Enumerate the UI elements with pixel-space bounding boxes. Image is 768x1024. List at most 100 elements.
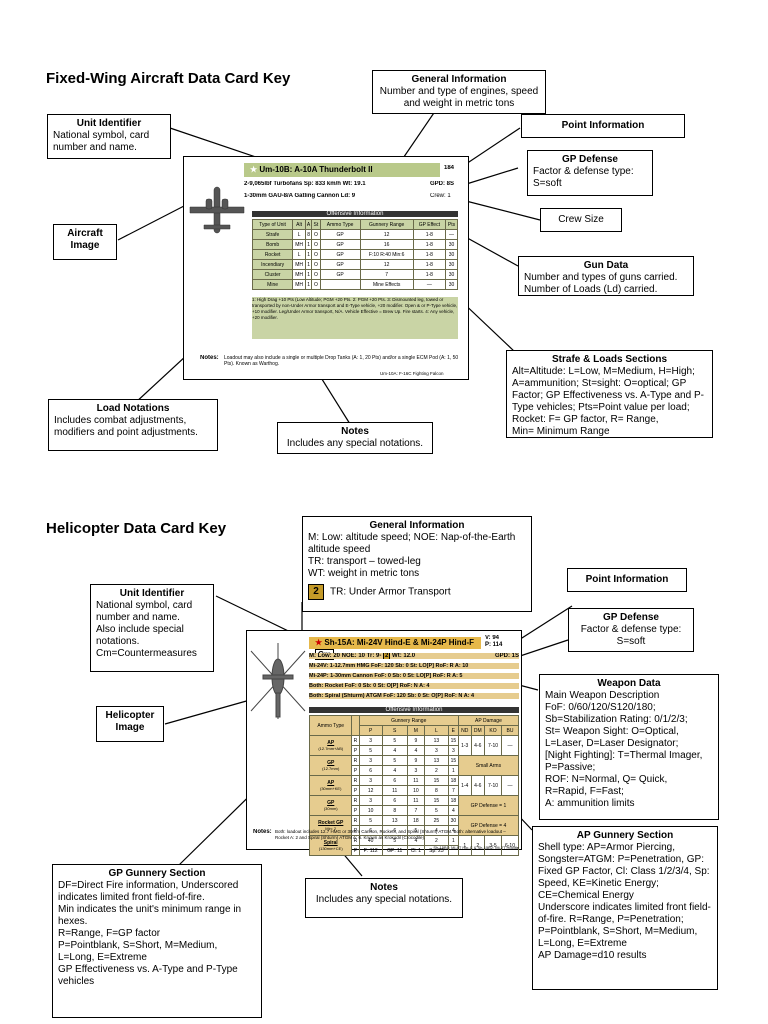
table-cell: 3 bbox=[406, 765, 426, 776]
table-cell: 1 bbox=[304, 279, 313, 290]
fw-card-name: ★ Um-10B: A-10A Thunderbolt II bbox=[244, 163, 440, 177]
tr-badge: 2 bbox=[308, 584, 324, 600]
table-cell: 9 bbox=[406, 735, 426, 746]
table-cell: GP bbox=[319, 229, 361, 240]
table-cell: Incendiary bbox=[251, 259, 294, 270]
ap-damage-cell: 6-10 bbox=[500, 835, 520, 856]
table-cell: 6 bbox=[358, 765, 383, 776]
col-header: Ammo Type bbox=[319, 219, 361, 230]
table-cell: GP bbox=[319, 269, 361, 280]
table-cell: 30 bbox=[444, 249, 459, 260]
fw-gp-defense-callout: GP Defense Factor & defense type: S=soft bbox=[527, 150, 653, 196]
heli-gp-gunnery-callout: GP Gunnery Section DF=Direct Fire inform… bbox=[52, 864, 262, 1018]
table-cell: 30 bbox=[444, 269, 459, 280]
table-cell: MH bbox=[292, 259, 306, 270]
ap-damage-cell: 1 bbox=[457, 835, 472, 856]
table-cell: 15 bbox=[424, 775, 449, 786]
row-kind-label: R bbox=[351, 775, 360, 786]
table-cell: 10 bbox=[406, 785, 426, 796]
table-cell: 5 bbox=[424, 805, 449, 816]
gp-effectiveness-cell: Small Arms bbox=[457, 755, 520, 776]
row-kind-label: R bbox=[351, 815, 360, 826]
table-cell: O bbox=[311, 229, 321, 240]
table-cell: 6 bbox=[381, 795, 408, 806]
table-cell: Rocket bbox=[251, 249, 294, 260]
table-cell: 3 bbox=[358, 735, 383, 746]
fw-card-crew: Crew: 1 bbox=[430, 193, 451, 199]
heli-card-footer: Sh-15B1: Mi-8T Hip-C & Sh-15B2: Mi-2T Ho… bbox=[433, 845, 519, 850]
range-col: S bbox=[381, 725, 408, 736]
table-cell: 8 bbox=[381, 805, 408, 816]
heli-weapon-4: Both: Spiral (Shturm) ATGM FoF: 120 Sb: … bbox=[309, 693, 519, 699]
table-cell: 4 bbox=[447, 805, 459, 816]
table-cell: O bbox=[311, 239, 321, 250]
table-cell: GP bbox=[319, 259, 361, 270]
heli-unit-identifier-callout: Unit Identifier National symbol, card nu… bbox=[90, 584, 214, 672]
table-cell: 30 bbox=[444, 279, 459, 290]
heli-weapon-2: Mi-24P: 1-30mm Cannon FoF: 0 Sb: 0 St: L… bbox=[309, 673, 519, 679]
col-header: Pts bbox=[444, 219, 459, 230]
helicopter-title: Helicopter Data Card Key bbox=[46, 520, 227, 537]
table-cell: 9 bbox=[406, 755, 426, 766]
table-cell: 5 bbox=[358, 745, 383, 756]
table-cell: 2 bbox=[424, 765, 449, 776]
ammo-name: AP(30mm+KE) bbox=[308, 775, 353, 796]
ap-col: KO bbox=[484, 725, 502, 736]
heli-notes-callout: Notes Includes any special notations. bbox=[305, 878, 463, 918]
heli-ap-gunnery-callout: AP Gunnery Section Shell type: AP=Armor … bbox=[532, 826, 718, 990]
table-cell: 5 bbox=[381, 755, 408, 766]
table-cell: 7 bbox=[406, 805, 426, 816]
ammo-type-header: Ammo Type bbox=[308, 715, 353, 736]
ap-damage-cell: 1-4 bbox=[457, 775, 472, 796]
col-header: Alt bbox=[292, 219, 306, 230]
table-cell: P: 112 bbox=[358, 845, 383, 856]
row-kind-label: P bbox=[351, 785, 360, 796]
table-cell: 13 bbox=[381, 815, 408, 826]
table-cell: 12 bbox=[359, 259, 414, 270]
table-cell: 5 bbox=[381, 735, 408, 746]
table-cell: 25 bbox=[424, 815, 449, 826]
fw-unit-identifier-callout: Unit Identifier National symbol, card nu… bbox=[47, 114, 171, 159]
fw-card-engines: 2-9,065lbf Turbofans Sp: 833 km/h Wt: 19… bbox=[244, 181, 366, 187]
ap-col: DM bbox=[470, 725, 486, 736]
heli-general-info-callout: General Information M: Low: altitude spe… bbox=[302, 516, 532, 612]
ammo-name: Spiral(130mm+CE) bbox=[308, 835, 353, 856]
table-cell: 3 bbox=[358, 775, 383, 786]
aircraft-icon bbox=[189, 186, 245, 234]
table-cell: MH bbox=[292, 279, 306, 290]
table-cell: 12 bbox=[358, 785, 383, 796]
table-cell: Cluster bbox=[251, 269, 294, 280]
fw-notes-callout: Notes Includes any special notations. bbox=[277, 422, 433, 454]
ap-damage-cell: — bbox=[500, 735, 520, 756]
fw-crew-size-callout: Crew Size bbox=[540, 208, 622, 232]
table-cell: 8 bbox=[424, 785, 449, 796]
fw-card-footer: Um-10A: F-16C Fighting Falcon bbox=[380, 371, 444, 376]
table-cell: 4 bbox=[406, 745, 426, 756]
table-cell: 12 bbox=[359, 229, 414, 240]
table-cell: GP bbox=[319, 249, 361, 260]
table-cell: 11 bbox=[406, 795, 426, 806]
heli-notes-label: Notes: bbox=[253, 829, 272, 835]
ap-damage-cell: 1-3 bbox=[457, 735, 472, 756]
table-cell: 4 bbox=[381, 745, 408, 756]
table-cell: L bbox=[292, 249, 306, 260]
table-cell: Strafe bbox=[251, 229, 294, 240]
gp-effectiveness-cell: GP Defense = 1 bbox=[457, 795, 520, 816]
heli-weapon-3: Both: Rocket FoF: 0 Sb: 0 St: O[P] RoF: … bbox=[309, 683, 519, 689]
fw-gun-data-callout: Gun Data Number and types of guns carrie… bbox=[518, 256, 694, 296]
table-cell: Mine Effects bbox=[359, 279, 414, 290]
table-cell: O bbox=[311, 249, 321, 260]
fw-card-guns: 1-30mm GAU-8/A Gatling Cannon Ld: 9 bbox=[244, 193, 356, 199]
col-header: Gunnery Range bbox=[359, 219, 414, 230]
table-cell: Bomb bbox=[251, 239, 294, 250]
table-cell: — bbox=[444, 229, 459, 240]
heli-point-info-callout: Point Information bbox=[567, 568, 687, 592]
